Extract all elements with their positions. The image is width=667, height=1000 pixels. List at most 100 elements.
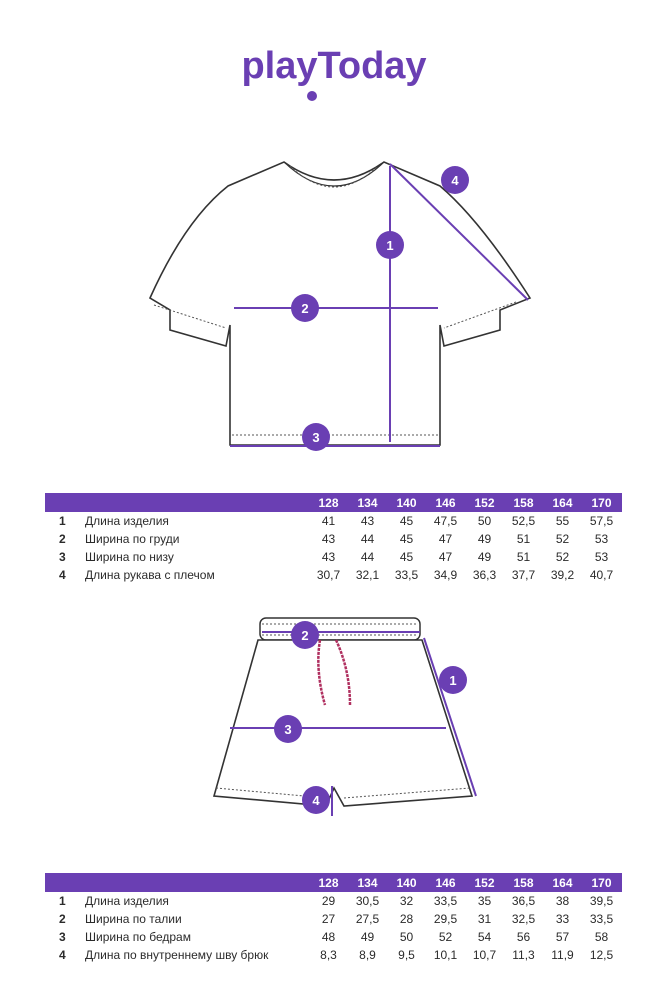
size-header: 158 xyxy=(513,495,534,510)
size-header: 134 xyxy=(357,495,378,510)
measurement-value: 52 xyxy=(555,550,570,564)
measurement-value: 10,7 xyxy=(472,948,497,962)
size-header: 146 xyxy=(435,875,456,890)
row-number: 3 xyxy=(59,930,66,944)
measurement-value: 30,5 xyxy=(355,894,380,908)
measurement-value: 27,5 xyxy=(355,912,380,926)
measurement-value: 43 xyxy=(360,514,375,528)
row-number: 4 xyxy=(59,948,66,962)
size-header: 170 xyxy=(591,875,612,890)
marker-2: 2 xyxy=(291,621,319,649)
measurement-value: 27 xyxy=(321,912,336,926)
measurement-value: 39,2 xyxy=(550,568,575,582)
measurement-name: Ширина по низу xyxy=(85,550,174,564)
shorts-table-header: 128 134 140 146 152 158 164 170 xyxy=(45,873,622,892)
tshirt-diagram: 1 2 3 4 xyxy=(148,161,532,451)
measurement-value: 41 xyxy=(321,514,336,528)
svg-text:1: 1 xyxy=(449,673,456,688)
measurement-value: 38 xyxy=(555,894,570,908)
measurement-value: 54 xyxy=(477,930,492,944)
measurement-value: 8,3 xyxy=(320,948,337,962)
size-header: 164 xyxy=(552,875,573,890)
logo-text: playToday xyxy=(241,45,426,87)
size-header: 140 xyxy=(396,875,417,890)
measurement-value: 37,7 xyxy=(511,568,536,582)
measurement-value: 50 xyxy=(477,514,492,528)
measurement-value: 52,5 xyxy=(511,514,536,528)
measurement-value: 53 xyxy=(594,532,609,546)
measurement-value: 32,1 xyxy=(355,568,380,582)
measurement-value: 49 xyxy=(360,930,375,944)
svg-text:3: 3 xyxy=(284,722,291,737)
measurement-value: 33,5 xyxy=(433,894,458,908)
marker-4: 4 xyxy=(441,166,469,194)
size-header: 128 xyxy=(318,875,339,890)
svg-text:1: 1 xyxy=(386,238,393,253)
shorts-outline xyxy=(212,639,474,807)
brand-logo: playToday xyxy=(0,40,667,106)
measurement-value: 36,3 xyxy=(472,568,497,582)
measurement-name: Длина изделия xyxy=(85,894,169,908)
measurement-value: 33 xyxy=(555,912,570,926)
measurement-value: 32,5 xyxy=(511,912,536,926)
measurement-value: 35 xyxy=(477,894,492,908)
measurement-value: 52 xyxy=(438,930,453,944)
measurement-value: 45 xyxy=(399,550,414,564)
logo-dot xyxy=(306,91,317,101)
row-number: 3 xyxy=(59,550,66,564)
measurement-value: 34,9 xyxy=(433,568,458,582)
marker-1: 1 xyxy=(376,231,404,259)
size-header: 128 xyxy=(318,495,339,510)
marker-2: 2 xyxy=(291,294,319,322)
size-header: 170 xyxy=(591,495,612,510)
measurement-value: 44 xyxy=(360,532,375,546)
measurement-value: 56 xyxy=(516,930,531,944)
measurement-value: 43 xyxy=(321,532,336,546)
table-row: 4 Длина рукава с плечом 30,7 32,1 33,5 34,9 36… xyxy=(45,566,622,584)
shorts-diagram: 1 2 3 4 xyxy=(212,617,477,816)
svg-text:2: 2 xyxy=(301,301,308,316)
measurement-value: 47 xyxy=(438,532,453,546)
measurement-value: 30,7 xyxy=(316,568,341,582)
measurement-name: Длина рукава с плечом xyxy=(85,568,215,582)
size-header: 152 xyxy=(474,495,495,510)
measurement-value: 29,5 xyxy=(433,912,458,926)
row-number: 2 xyxy=(59,532,66,546)
svg-text:4: 4 xyxy=(451,173,459,188)
size-header: 164 xyxy=(552,495,573,510)
measurement-value: 36,5 xyxy=(511,894,536,908)
measurement-name: Длина по внутреннему шву брюк xyxy=(85,948,269,962)
row-number: 4 xyxy=(59,568,66,582)
measurement-value: 29 xyxy=(321,894,336,908)
size-header: 152 xyxy=(474,875,495,890)
measurement-value: 45 xyxy=(399,532,414,546)
measurement-value: 45 xyxy=(399,514,414,528)
measurement-value: 33,5 xyxy=(589,912,614,926)
measurement-value: 12,5 xyxy=(589,948,614,962)
measurement-value: 47,5 xyxy=(433,514,458,528)
measurement-value: 11,3 xyxy=(512,948,535,962)
row-number: 1 xyxy=(59,514,66,528)
measurement-value: 40,7 xyxy=(589,568,614,582)
measurement-value: 32 xyxy=(399,894,414,908)
size-header: 158 xyxy=(513,875,534,890)
measurement-value: 48 xyxy=(321,930,336,944)
svg-text:3: 3 xyxy=(312,430,319,445)
measurement-value: 51 xyxy=(516,532,531,546)
measurement-value: 28 xyxy=(399,912,414,926)
measurement-value: 9,5 xyxy=(398,948,415,962)
measurement-value: 50 xyxy=(399,930,414,944)
svg-text:2: 2 xyxy=(301,628,308,643)
tshirt-outline xyxy=(148,161,532,446)
marker-1: 1 xyxy=(439,666,467,694)
measurement-value: 33,5 xyxy=(394,568,419,582)
measurement-name: Ширина по бедрам xyxy=(85,930,191,944)
measurement-name: Ширина по груди xyxy=(85,532,180,546)
drawstring xyxy=(317,639,352,706)
